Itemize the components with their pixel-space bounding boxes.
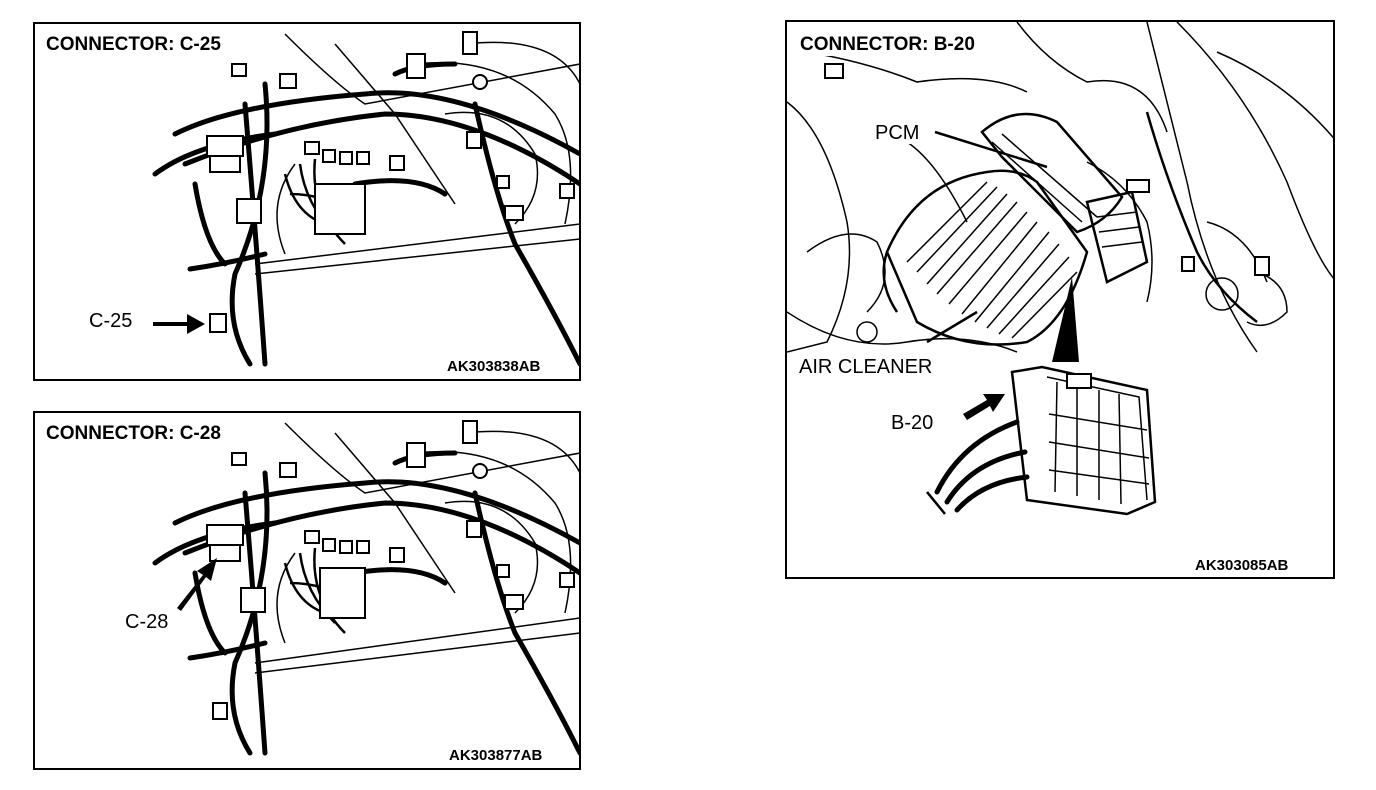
pcm-label: PCM [873,122,922,144]
c25-harness-drawing [152,31,579,367]
c28-title: CONNECTOR: C-28 [43,423,224,445]
b20-engine-bay-drawing [787,22,1333,516]
c25-figure-code: AK303838AB [445,358,543,376]
c28-harness-drawing [152,420,579,756]
b20-callout-label: B-20 [889,412,936,434]
c25-callout-label: C-25 [87,310,135,332]
panel-connector-b20: CONNECTOR: B-20 PCM AIR CLEANER B-20 AK3… [785,20,1335,579]
c28-callout-label: C-28 [123,611,171,633]
panel-connector-c25: CONNECTOR: C-25 C-25 AK303838AB [33,22,581,381]
b20-figure-code: AK303085AB [1193,557,1291,575]
air-cleaner-label: AIR CLEANER [797,356,935,378]
c25-title: CONNECTOR: C-25 [43,34,224,56]
panel-connector-c28: CONNECTOR: C-28 C-28 AK303877AB [33,411,581,770]
c28-figure-code: AK303877AB [447,747,545,765]
b20-title: CONNECTOR: B-20 [797,34,978,56]
